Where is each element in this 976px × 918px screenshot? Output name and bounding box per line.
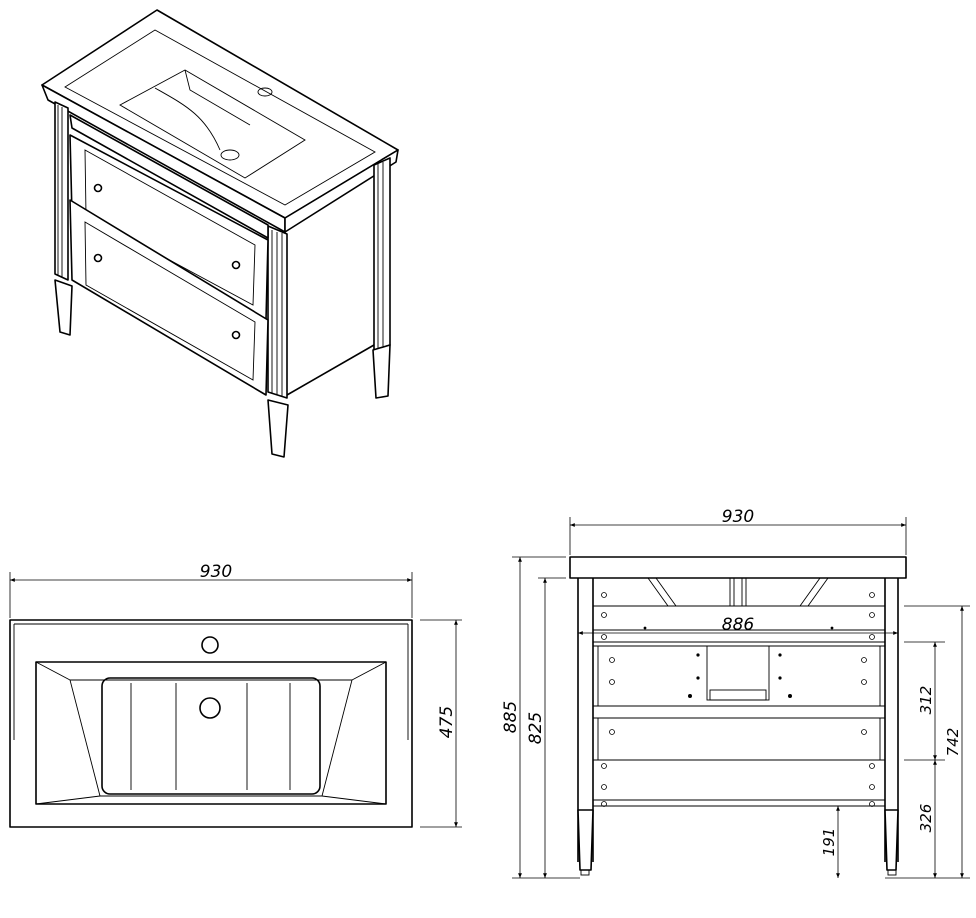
lower-drawer [69,199,269,396]
top-view: 930 475 [9,562,462,828]
total-height-dimension: 885 [501,701,521,733]
knob-icon [93,183,103,193]
top-width-dimension: 930 [200,562,232,582]
knob-icon [231,260,241,270]
basin [119,69,306,179]
isometric-view [41,9,399,458]
back-width-dimension: 930 [722,507,754,527]
back-view: 930 886 [501,507,970,879]
inner-width-dimension: 886 [722,615,755,635]
top-depth-dimension: 475 [437,706,457,738]
lower-section-dimension: 326 [917,804,935,833]
body-height-dimension: 742 [944,728,962,757]
tap-hole-icon [257,87,273,97]
tap-hole-icon [201,636,219,654]
drain-icon [220,149,240,161]
leg-height-dimension: 191 [820,828,838,857]
leg [884,809,899,871]
upper-section-dimension: 312 [917,686,935,715]
knob-icon [93,253,103,263]
drain-icon [199,697,221,719]
leg [577,809,594,871]
frame-height-dimension: 825 [526,712,546,744]
countertop [569,556,907,579]
knob-icon [231,330,241,340]
